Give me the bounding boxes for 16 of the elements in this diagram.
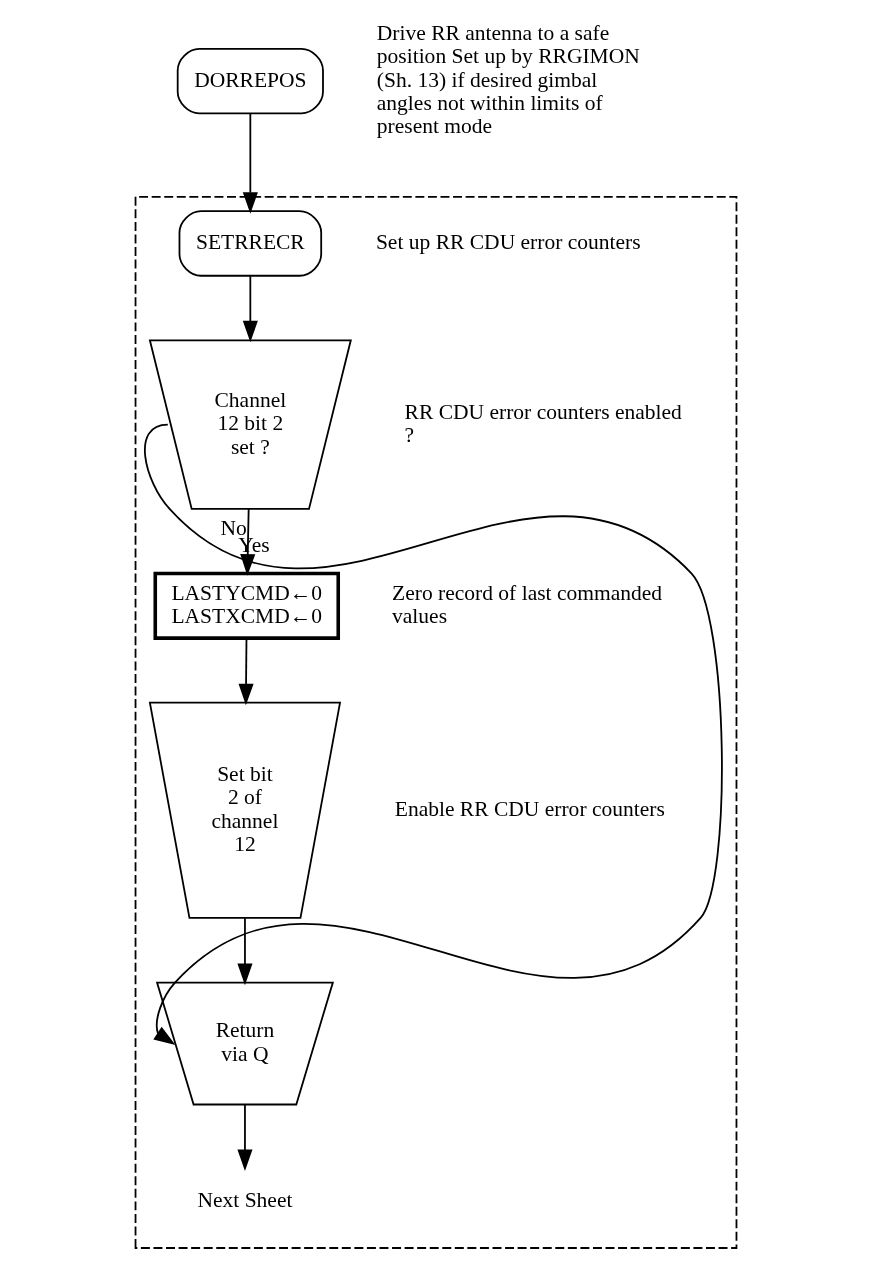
node-box: SETRRECR [178, 210, 323, 277]
node-label: RR CDU error counters enabled ? [404, 399, 682, 447]
arrow [237, 917, 253, 986]
arrow [144, 423, 723, 1045]
node-label: Set up RR CDU error counters [375, 230, 641, 255]
cluster [134, 195, 738, 1249]
arrow [242, 112, 258, 214]
node-label: Enable RR CDU error counters [394, 796, 665, 821]
node-text: Next Sheet [197, 1187, 293, 1212]
arrow [238, 637, 254, 706]
node-label: Drive RR antenna to a safe position Set up by RRGIMON (Sh. 13) if desired gimbal angles not within limits of present mode [376, 21, 640, 139]
arrow [242, 275, 258, 343]
node-label: Zero record of last commanded values [392, 580, 663, 629]
arrow [237, 1103, 253, 1172]
node-box: DORREPOS [176, 47, 324, 115]
node-box: LASTYCMD←0 LASTXCMD←0 [153, 571, 341, 640]
